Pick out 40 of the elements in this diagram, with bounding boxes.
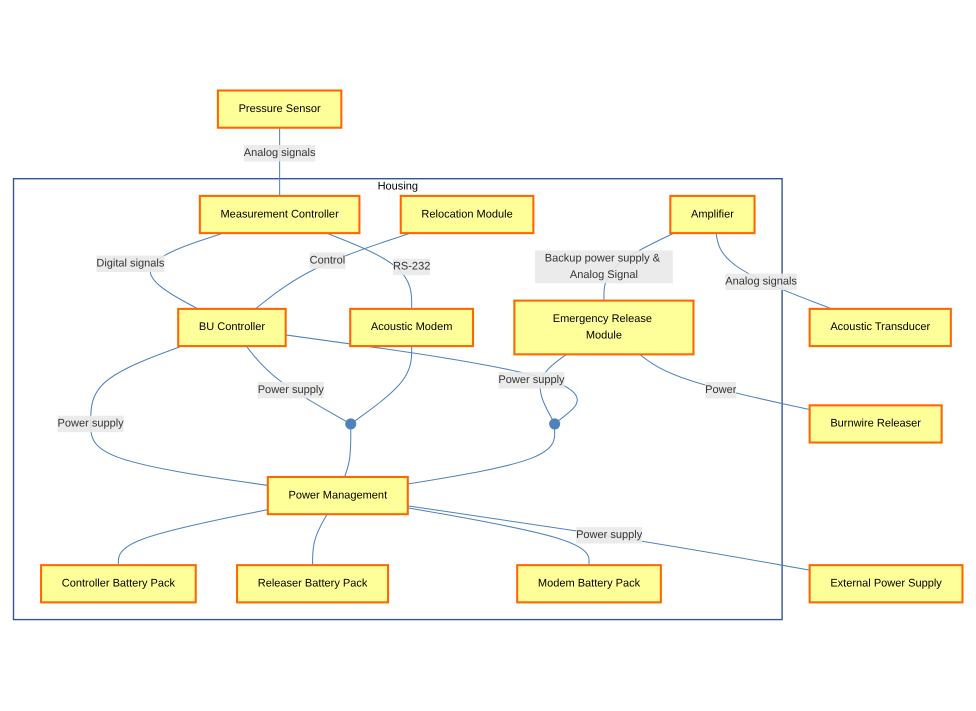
node-box: Relocation Module [400, 195, 534, 235]
edge-label: Power [705, 384, 736, 396]
connector [408, 506, 810, 572]
node-circle [345, 418, 356, 430]
node-box: Measurement Controller [198, 195, 360, 235]
connector [408, 508, 590, 566]
node-box: Power Management [266, 476, 409, 516]
edge-label: Power supply [58, 418, 124, 430]
node-box: Amplifier [669, 195, 756, 235]
node-box: External Power Supply [808, 564, 964, 604]
node-box: Burnwire Releaser [808, 404, 943, 444]
node-box: Acoustic Modem [349, 308, 474, 348]
node-box: Pressure Sensor [216, 90, 342, 130]
edge-label: Power supply [258, 384, 324, 396]
node-box: BU Controller [177, 308, 287, 348]
edge-label: Power supply [498, 374, 565, 386]
edge-label: Backup power supply & Analog Signal [544, 252, 660, 282]
node-box: Acoustic Transducer [808, 308, 952, 348]
edge-label: RS-232 [392, 261, 430, 273]
connector [715, 233, 832, 310]
connector [354, 346, 412, 422]
node-box: Emergency Release Module [513, 300, 695, 356]
connector [326, 233, 412, 310]
node-box: Releaser Battery Pack [236, 564, 390, 604]
node-box: Controller Battery Pack [40, 564, 197, 604]
connector [639, 354, 810, 411]
connector [255, 233, 411, 310]
edge-label: Analog signals [244, 147, 316, 160]
node-circle [549, 418, 560, 430]
edge-label: Analog signals [725, 276, 797, 288]
edge-label: Digital signals [96, 258, 164, 270]
edge-label: Control [310, 254, 346, 267]
node-box: Modem Battery Pack [516, 564, 662, 604]
edge-label: Power supply [576, 530, 642, 542]
connector [118, 510, 268, 566]
connector [246, 346, 347, 422]
connector [408, 430, 556, 485]
connector [344, 430, 352, 478]
connector [312, 514, 328, 566]
connector [90, 346, 268, 486]
